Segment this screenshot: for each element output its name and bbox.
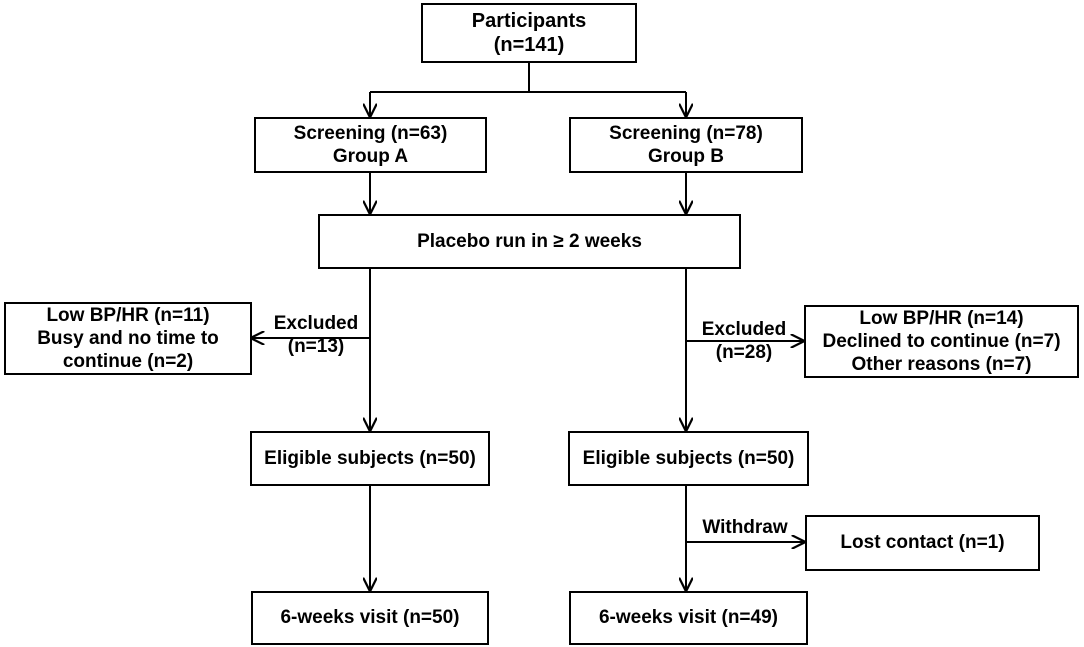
participants-box: Participants (n=141) [421, 3, 637, 63]
eligible-b-box: Eligible subjects (n=50) [568, 431, 809, 486]
screening-a-count: Screening (n=63) [293, 122, 448, 144]
screening-b-count: Screening (n=78) [609, 122, 763, 144]
eligible-a-box: Eligible subjects (n=50) [250, 431, 490, 486]
excluded-b-reason: Declined to continue (n=7) [822, 330, 1061, 352]
eligible-b-label: Eligible subjects (n=50) [582, 447, 795, 469]
excluded-b-label: Excluded (n=28) [696, 318, 792, 364]
placebo-label: Placebo run in ≥ 2 weeks [417, 230, 642, 252]
excluded-a-reason: Busy and no time to [37, 327, 219, 349]
visit-a-label: 6-weeks visit (n=50) [280, 607, 460, 629]
withdraw-text: Withdraw [702, 517, 788, 538]
participants-label: Participants [471, 9, 587, 32]
excluded-b-reason: Other reasons (n=7) [851, 354, 1032, 376]
visit-a-box: 6-weeks visit (n=50) [251, 591, 489, 645]
excluded-a-reason: continue (n=2) [62, 351, 194, 373]
excluded-a-count: (n=13) [287, 336, 345, 358]
participants-count: (n=141) [493, 34, 565, 56]
withdraw-label: Withdraw [693, 516, 797, 539]
placebo-box: Placebo run in ≥ 2 weeks [318, 214, 741, 269]
excluded-b-text: Excluded [701, 319, 787, 340]
excluded-a-label: Excluded (n=13) [268, 312, 364, 358]
excluded-b-reason: Low BP/HR (n=14) [859, 307, 1024, 329]
excluded-b-count: (n=28) [715, 342, 773, 364]
visit-b-label: 6-weeks visit (n=49) [598, 607, 778, 629]
excluded-a-reason: Low BP/HR (n=11) [46, 304, 210, 326]
excluded-b-reasons-box: Low BP/HR (n=14) Declined to continue (n… [804, 305, 1079, 378]
lost-contact-label: Lost contact (n=1) [840, 532, 1005, 554]
visit-b-box: 6-weeks visit (n=49) [569, 591, 808, 645]
screening-b-box: Screening (n=78) Group B [569, 117, 803, 173]
excluded-a-reasons-box: Low BP/HR (n=11) Busy and no time to con… [4, 302, 252, 375]
screening-a-box: Screening (n=63) Group A [254, 117, 487, 173]
lost-contact-box: Lost contact (n=1) [805, 515, 1040, 571]
screening-a-group: Group A [332, 146, 409, 167]
excluded-a-text: Excluded [273, 313, 359, 334]
screening-b-group: Group B [648, 146, 724, 167]
eligible-a-label: Eligible subjects (n=50) [264, 447, 476, 469]
